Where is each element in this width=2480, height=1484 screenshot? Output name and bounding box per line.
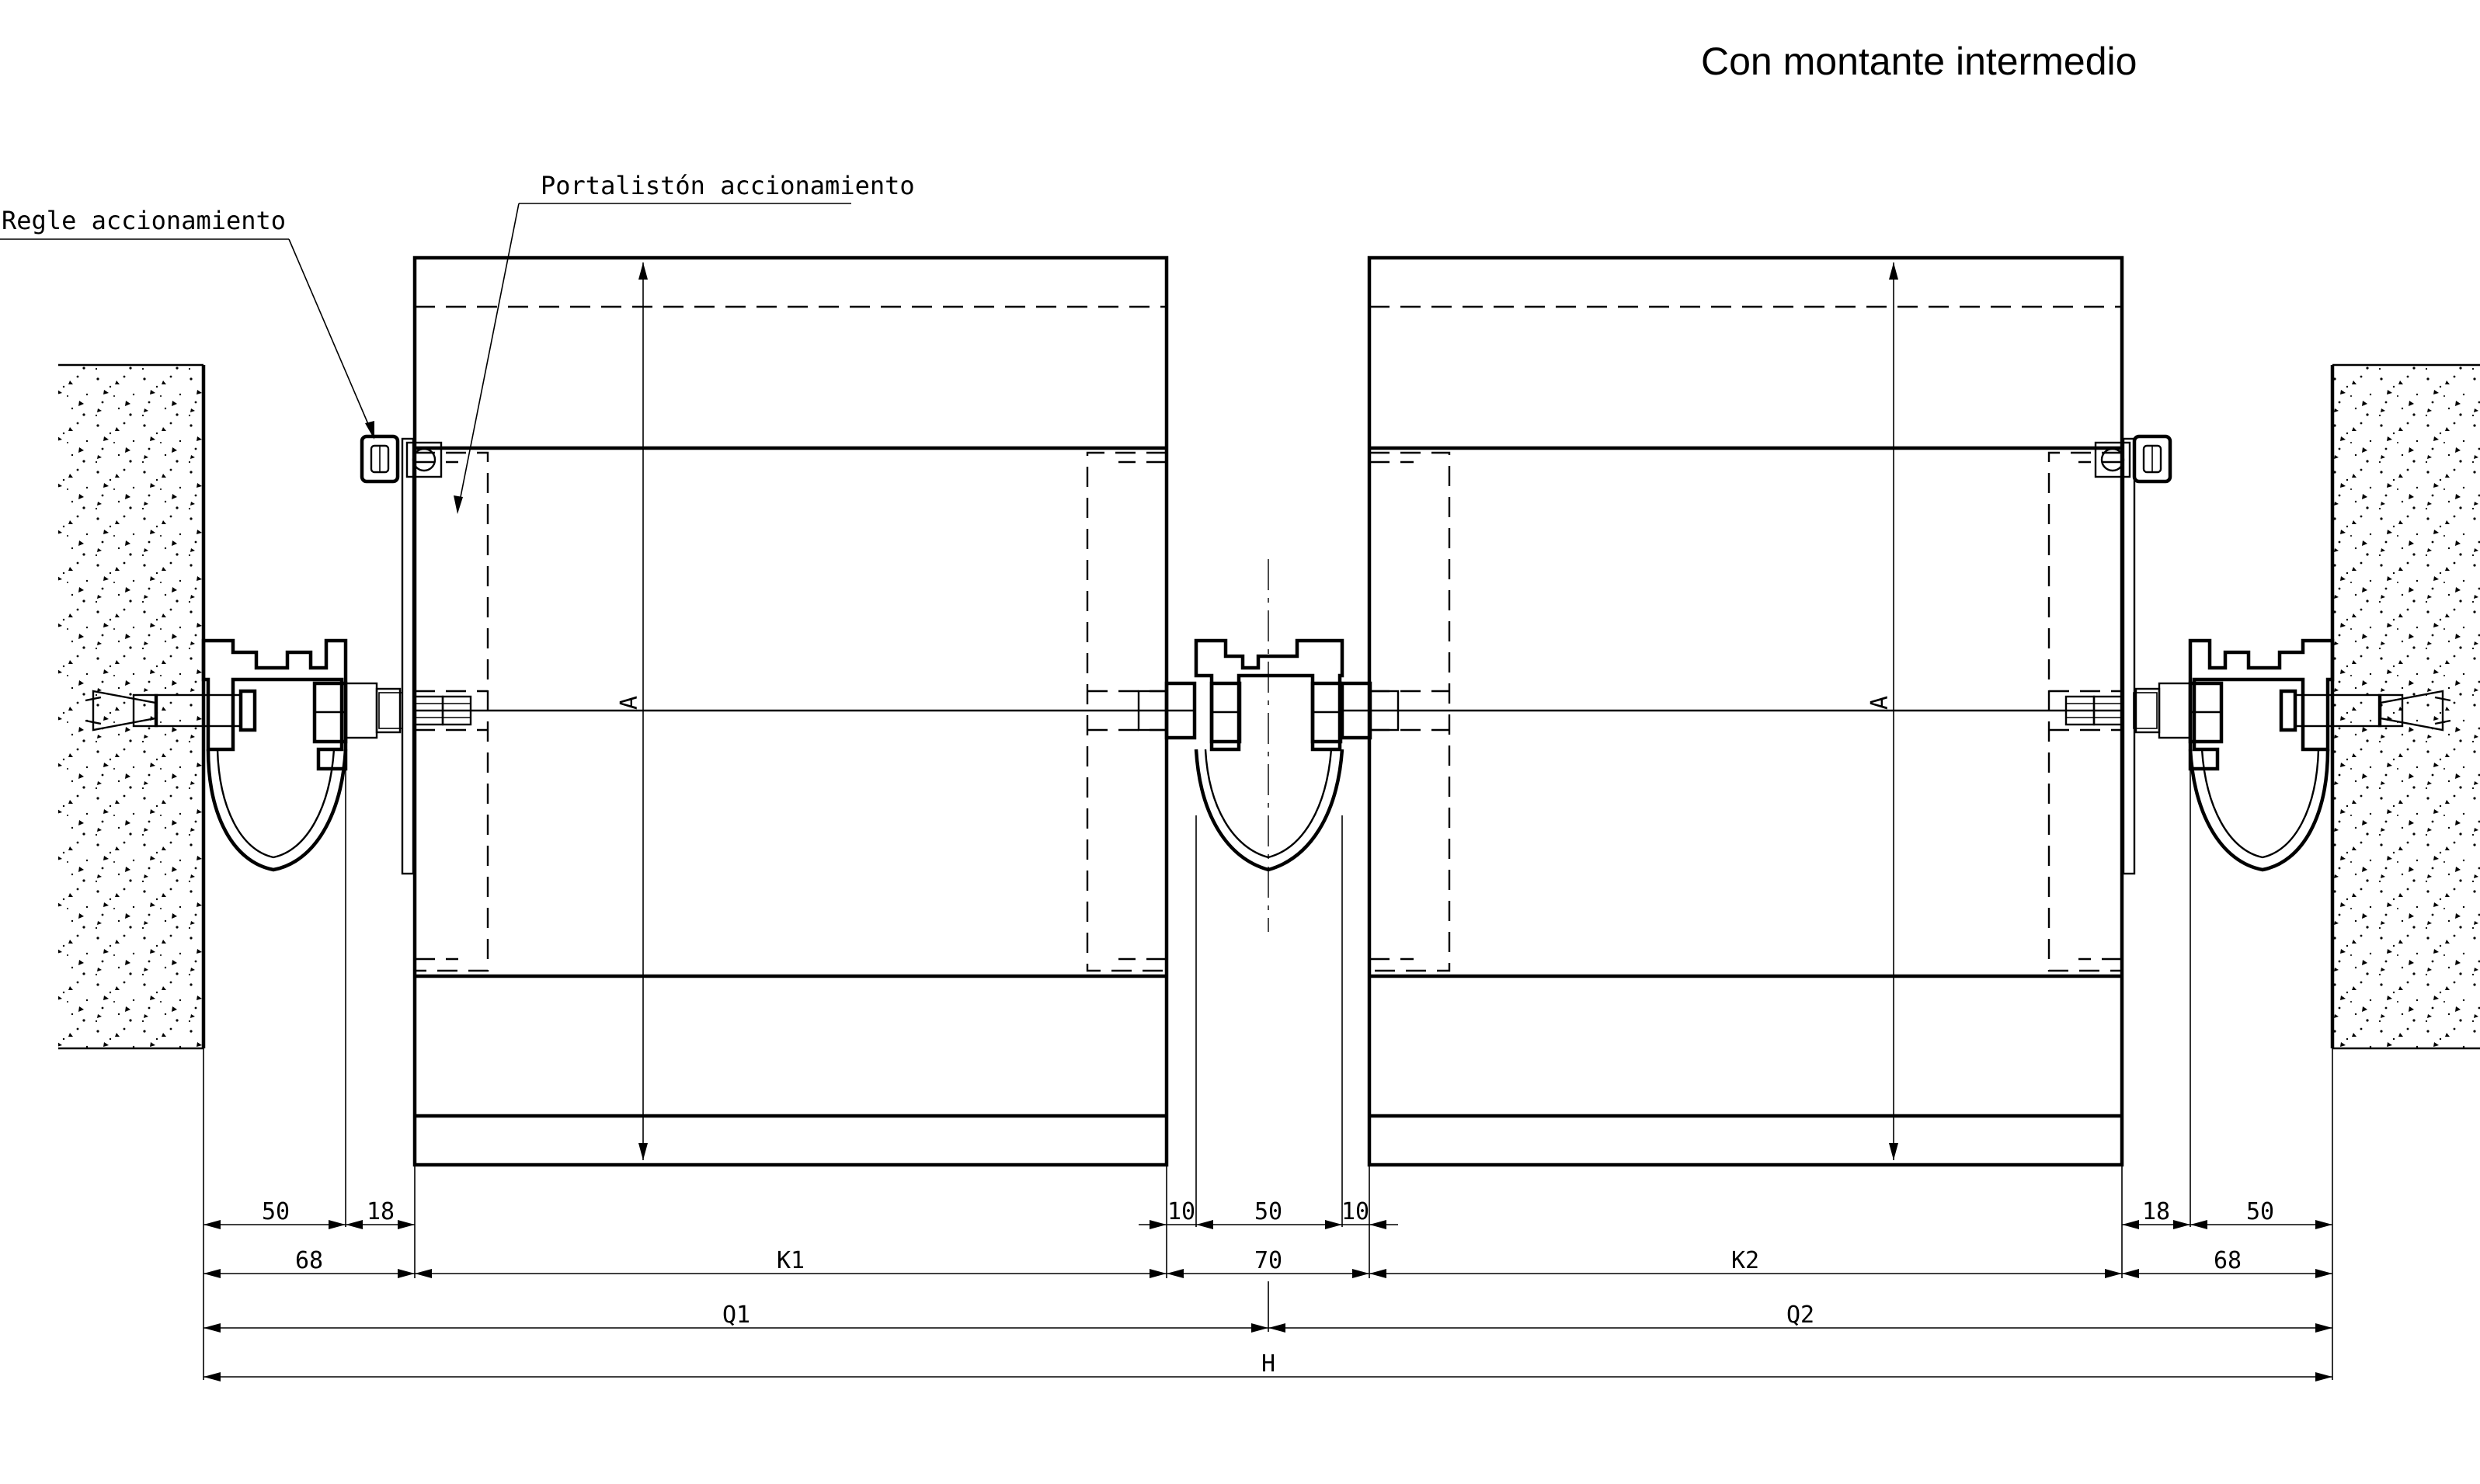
dim-50-left: 50 xyxy=(262,1198,290,1225)
dim-50-mid: 50 xyxy=(1254,1198,1282,1225)
dimension-a-left: A xyxy=(616,262,648,1160)
damper-casing-left xyxy=(412,255,1169,1167)
dimension-row-1: 50 18 10 50 10 18 50 xyxy=(203,1198,2332,1229)
wall-right xyxy=(2330,363,2480,1050)
damper-casing-right xyxy=(1367,255,2124,1167)
dimension-a-right: A xyxy=(1866,262,1898,1160)
support-bracket-left xyxy=(85,638,403,872)
dim-k2: K2 xyxy=(1731,1247,1759,1274)
dim-68-right: 68 xyxy=(2214,1247,2242,1274)
dim-10-b: 10 xyxy=(1341,1198,1369,1225)
wall-left xyxy=(58,363,206,1050)
actuation-plate-left xyxy=(401,437,415,875)
callout-portaliston: Portalistón accionamiento xyxy=(454,171,915,514)
label-regle-accionamiento: Regle accionamiento xyxy=(2,206,286,235)
callout-regle: Regle accionamiento xyxy=(0,206,374,440)
dim-q1: Q1 xyxy=(722,1302,750,1329)
dim-h: H xyxy=(1261,1350,1275,1378)
dim-50-right: 50 xyxy=(2246,1198,2274,1225)
dim-68-left: 68 xyxy=(295,1247,323,1274)
dim-a-right-label: A xyxy=(1866,696,1894,710)
dimension-row-3: Q1 Q2 xyxy=(203,1302,2332,1333)
dimension-row-2: 68 K1 70 K2 68 xyxy=(203,1247,2332,1278)
dim-10-a: 10 xyxy=(1167,1198,1195,1225)
dim-18-left: 18 xyxy=(367,1198,395,1225)
label-portaliston-accionamiento: Portalistón accionamiento xyxy=(541,171,915,200)
clip-lock-left-icon xyxy=(362,436,443,481)
dimension-row-4: H xyxy=(203,1350,2332,1381)
actuation-plate-right xyxy=(2122,437,2136,875)
clip-lock-right-icon xyxy=(2094,436,2170,481)
support-bracket-right xyxy=(2133,638,2451,872)
dimension-extension-lines xyxy=(203,769,2333,1380)
drawing-title: Con montante intermedio xyxy=(1701,40,2137,83)
dim-q2: Q2 xyxy=(1786,1302,1814,1329)
dim-a-left-label: A xyxy=(616,696,643,710)
dim-18-right: 18 xyxy=(2142,1198,2170,1225)
dim-k1: K1 xyxy=(777,1247,805,1274)
dim-70: 70 xyxy=(1254,1247,1282,1274)
